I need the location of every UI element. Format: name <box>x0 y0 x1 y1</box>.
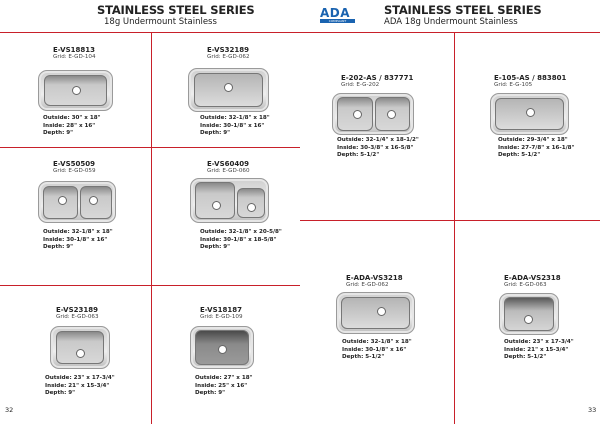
sink-image <box>332 93 414 135</box>
sink-image <box>499 293 559 335</box>
model-number: E-ADA-VS3218 <box>346 274 403 282</box>
divider <box>0 147 300 148</box>
sink-image <box>190 178 269 223</box>
product-card: E-VS32189 Grid: E-GD-062 <box>207 46 250 60</box>
left-page-subtitle: 18g Undermount Stainless <box>104 17 217 27</box>
product-card: E-VS18187 Grid: E-GD-109 <box>200 306 243 320</box>
specs: Outside: 32-1/8" x 20-5/8"Inside: 30-1/8… <box>200 229 282 250</box>
grid-code: Grid: E-GD-060 <box>207 168 250 174</box>
model-number: E-VS60409 <box>207 160 249 168</box>
divider <box>454 33 455 424</box>
grid-code: Grid: E-GD-062 <box>207 54 250 60</box>
sink-image <box>490 93 569 135</box>
product-card: E-VS50509 Grid: E-GD-059 <box>53 160 96 174</box>
product-card: E-ADA-VS2318 Grid: E-GD-063 <box>504 274 561 288</box>
specs: Outside: 23" x 17-3/4"Inside: 21" x 15-3… <box>504 339 574 360</box>
specs: Outside: 30" x 18"Inside: 28" x 16"Depth… <box>43 115 101 136</box>
divider <box>0 285 300 286</box>
sink-image <box>38 181 116 223</box>
product-card: E-ADA-VS3218 Grid: E-GD-062 <box>346 274 403 288</box>
model-number: E-VS18813 <box>53 46 95 54</box>
model-number: E-ADA-VS2318 <box>504 274 561 282</box>
product-card: E-202-AS / 837771 Grid: E-G-202 <box>341 74 413 88</box>
product-card: E-VS60409 Grid: E-GD-060 <box>207 160 250 174</box>
model-number: E-VS32189 <box>207 46 249 54</box>
specs: Outside: 27" x 18"Inside: 25" x 16"Depth… <box>195 375 253 396</box>
left-page-title: STAINLESS STEEL SERIES <box>97 3 255 17</box>
grid-code: Grid: E-GD-062 <box>346 282 389 288</box>
page-number: 32 <box>5 406 14 414</box>
grid-code: Grid: E-GD-059 <box>53 168 96 174</box>
right-page-title: STAINLESS STEEL SERIES <box>384 3 542 17</box>
model-number: E-VS18187 <box>200 306 242 314</box>
divider <box>151 33 152 424</box>
product-card: E-VS18813 Grid: E-GD-104 <box>53 46 96 60</box>
grid-code: Grid: E-G-105 <box>494 82 533 88</box>
sink-image <box>336 292 415 334</box>
sink-image <box>190 326 254 369</box>
grid-code: Grid: E-GD-063 <box>56 314 99 320</box>
sink-image <box>50 326 110 369</box>
model-number: E-VS50509 <box>53 160 95 168</box>
product-card: E-105-AS / 883801 Grid: E-G-105 <box>494 74 566 88</box>
grid-code: Grid: E-GD-104 <box>53 54 96 60</box>
page-number: 33 <box>588 406 597 414</box>
specs: Outside: 23" x 17-3/4"Inside: 21" x 15-3… <box>45 375 115 396</box>
specs: Outside: 32-1/4" x 18-1/2"Inside: 30-3/8… <box>337 137 419 158</box>
model-number: E-VS23189 <box>56 306 98 314</box>
right-page-subtitle: ADA 18g Undermount Stainless <box>384 17 518 27</box>
model-number: E-105-AS / 883801 <box>494 74 567 82</box>
specs: Outside: 32-1/8" x 18"Inside: 30-1/8" x … <box>200 115 270 136</box>
grid-code: Grid: E-GD-109 <box>200 314 243 320</box>
sink-image <box>188 68 269 112</box>
divider <box>0 32 600 33</box>
model-number: E-202-AS / 837771 <box>341 74 414 82</box>
grid-code: Grid: E-G-202 <box>341 82 380 88</box>
specs: Outside: 32-1/8" x 18"Inside: 30-1/8" x … <box>43 229 113 250</box>
divider <box>300 220 600 221</box>
specs: Outside: 32-1/8" x 18"Inside: 30-1/8" x … <box>342 339 412 360</box>
sink-image <box>38 70 113 111</box>
grid-code: Grid: E-GD-063 <box>504 282 547 288</box>
product-card: E-VS23189 Grid: E-GD-063 <box>56 306 99 320</box>
specs: Outside: 29-3/4" x 18"Inside: 27-7/8" x … <box>498 137 575 158</box>
